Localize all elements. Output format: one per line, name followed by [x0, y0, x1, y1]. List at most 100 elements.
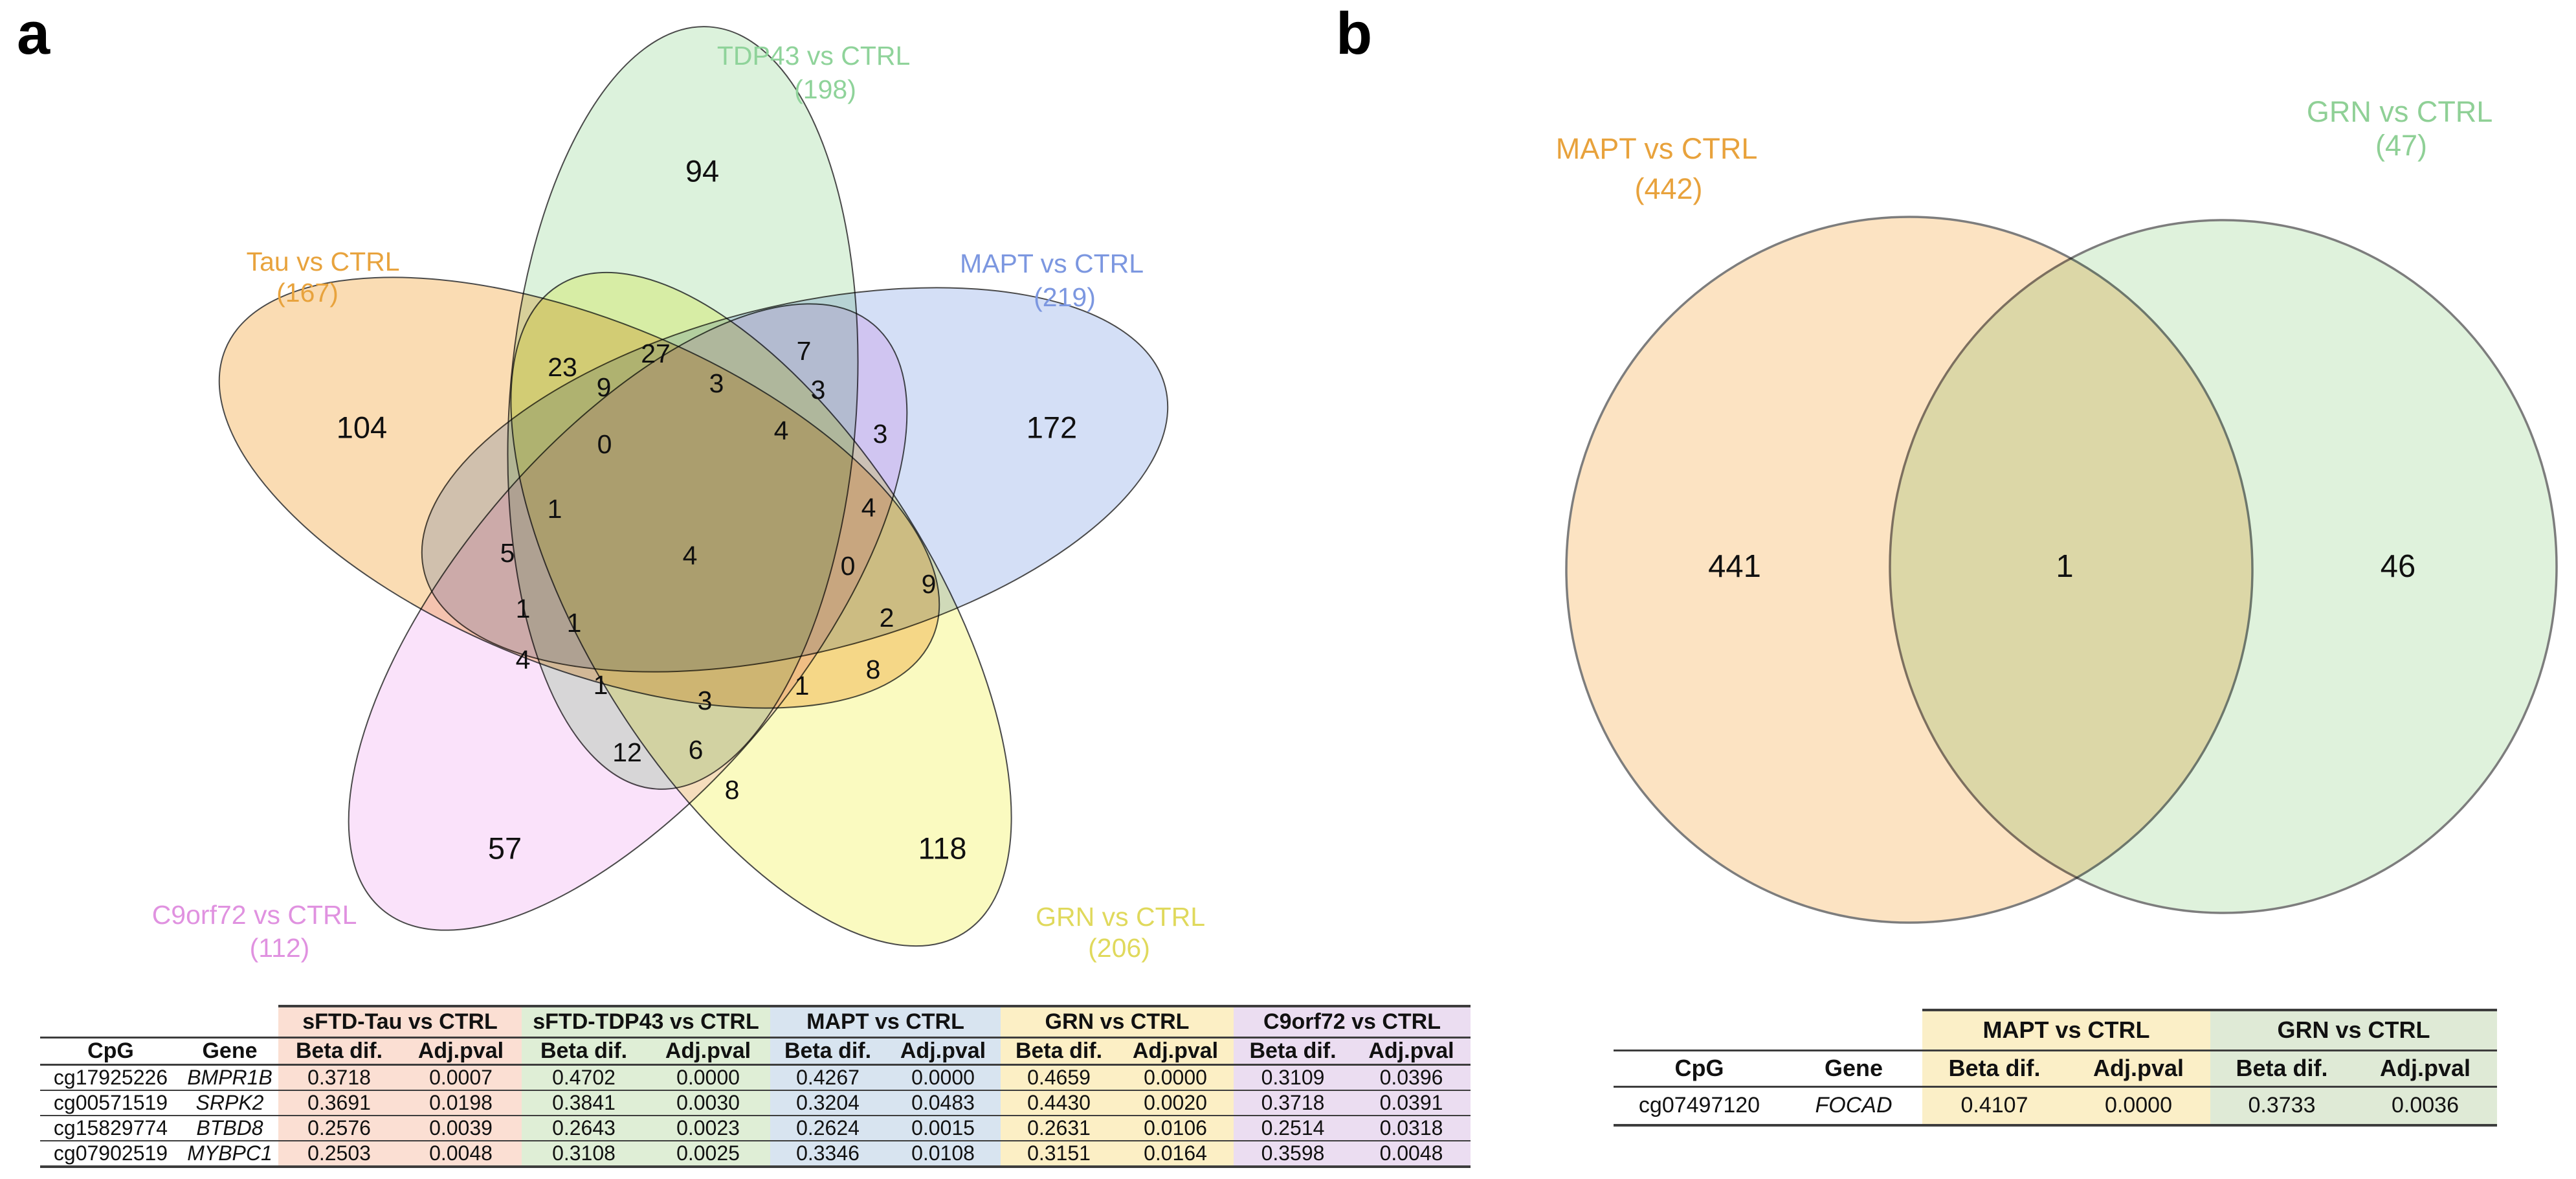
venn-region-count: 9	[597, 372, 612, 402]
cpg-cell: cg15829774	[40, 1115, 181, 1141]
venn-region-count: 1	[594, 670, 608, 700]
table-subheader: Adj.pval	[885, 1037, 1001, 1066]
venn-circle-grn	[1889, 219, 2558, 914]
venn-region-count: 8	[866, 655, 881, 684]
value-cell: 0.3204	[770, 1090, 885, 1116]
venn-region-count: 23	[548, 352, 577, 382]
gene-cell: MYBPC1	[181, 1140, 278, 1168]
set-label-mapt: MAPT vs CTRL (442)	[1556, 132, 1765, 205]
table-subheader: Beta dif.	[1922, 1050, 2067, 1088]
venn-region-count: 3	[811, 375, 826, 405]
venn-diagram-5set: TDP43 vs CTRL (198) MAPT vs CTRL (219) G…	[152, 26, 1205, 963]
table-subheader: Beta dif.	[278, 1037, 400, 1066]
venn-region-count: 57	[488, 831, 522, 866]
venn-region-count: 2	[880, 603, 894, 633]
value-cell: 0.3691	[278, 1090, 400, 1116]
set-label-tdp43: TDP43 vs CTRL (198)	[717, 41, 916, 104]
table-group-header: MAPT vs CTRL	[770, 1005, 1001, 1039]
venn-diagram-2set: MAPT vs CTRL (442) GRN vs CTRL (47) 441 1…	[1556, 95, 2558, 924]
venn-region-count: 3	[873, 419, 888, 449]
value-cell: 0.0318	[1352, 1115, 1471, 1141]
table-group-header: sFTD-Tau vs CTRL	[278, 1005, 522, 1039]
table-group-header: sFTD-TDP43 vs CTRL	[522, 1005, 770, 1039]
venn-region-count: 4	[683, 541, 698, 570]
value-cell: 0.0007	[400, 1064, 522, 1091]
set-label-grn: GRN vs CTRL (47)	[2307, 95, 2500, 162]
venn-region-count: 441	[1708, 549, 1761, 584]
venn-region-counts-b: 441 1 46	[1708, 549, 2415, 584]
value-cell: 0.3108	[522, 1140, 646, 1168]
value-cell: 0.0023	[646, 1115, 770, 1141]
table-subheader: Beta dif.	[1234, 1037, 1352, 1066]
value-cell: 0.4107	[1922, 1086, 2067, 1127]
value-cell: 0.4702	[522, 1064, 646, 1091]
value-cell: 0.4659	[1001, 1064, 1117, 1091]
cpg-cell: cg00571519	[40, 1090, 181, 1116]
venn-region-count: 4	[516, 645, 531, 675]
value-cell: 0.3151	[1001, 1140, 1117, 1168]
venn-region-count: 1	[516, 594, 531, 623]
table-group-header: GRN vs CTRL	[2210, 1009, 2497, 1051]
value-cell: 0.0000	[2067, 1086, 2210, 1127]
value-cell: 0.4267	[770, 1064, 885, 1091]
value-cell: 0.2576	[278, 1115, 400, 1141]
value-cell: 0.3718	[278, 1064, 400, 1091]
value-cell: 0.2624	[770, 1115, 885, 1141]
value-cell: 0.0030	[646, 1090, 770, 1116]
table-group-header: GRN vs CTRL	[1001, 1005, 1234, 1039]
table-subheader: Adj.pval	[2067, 1050, 2210, 1088]
table-subheader: Adj.pval	[1352, 1037, 1471, 1066]
value-cell: 0.3598	[1234, 1140, 1352, 1168]
table-corner	[40, 1006, 278, 1039]
value-cell: 0.0164	[1117, 1140, 1234, 1168]
venn-region-count: 46	[2381, 549, 2416, 584]
value-cell: 0.0106	[1117, 1115, 1234, 1141]
value-cell: 0.2631	[1001, 1115, 1117, 1141]
table-group-header: MAPT vs CTRL	[1922, 1009, 2210, 1051]
table-subheader: Beta dif.	[522, 1037, 646, 1066]
table-subheader: Beta dif.	[770, 1037, 885, 1066]
gene-cell: FOCAD	[1785, 1086, 1922, 1127]
value-cell: 0.3109	[1234, 1064, 1352, 1091]
cpg-cell: cg07902519	[40, 1140, 181, 1168]
value-cell: 0.0108	[885, 1140, 1001, 1168]
table-subheader: Adj.pval	[2353, 1050, 2497, 1088]
value-cell: 0.3841	[522, 1090, 646, 1116]
venn-region-count: 1	[567, 608, 582, 638]
table-column-header: CpG	[40, 1037, 181, 1066]
table-subheader: Adj.pval	[400, 1037, 522, 1066]
value-cell: 0.0000	[646, 1064, 770, 1091]
venn-region-count: 1	[548, 494, 562, 524]
venn-region-count: 27	[641, 339, 671, 368]
value-cell: 0.0048	[1352, 1140, 1471, 1168]
value-cell: 0.0000	[1117, 1064, 1234, 1091]
venn-region-count: 1	[795, 671, 810, 701]
table-subheader: Adj.pval	[1117, 1037, 1234, 1066]
table-subheader: Adj.pval	[646, 1037, 770, 1066]
table-corner	[1614, 1010, 1922, 1051]
venn-region-count: 172	[1027, 410, 1077, 445]
venn-region-count: 94	[685, 154, 719, 188]
value-cell: 0.0396	[1352, 1064, 1471, 1091]
venn-region-count: 3	[709, 368, 724, 398]
value-cell: 0.0483	[885, 1090, 1001, 1116]
venn-region-count: 7	[797, 336, 812, 366]
venn-region-count: 0	[841, 551, 856, 581]
venn-region-count: 5	[500, 538, 515, 568]
set-label-mapt: MAPT vs CTRL (219)	[960, 249, 1150, 312]
venn-region-count: 1	[2056, 549, 2073, 584]
value-cell: 0.0015	[885, 1115, 1001, 1141]
value-cell: 0.0198	[400, 1090, 522, 1116]
value-cell: 0.3346	[770, 1140, 885, 1168]
venn-region-count: 104	[337, 410, 387, 445]
gene-cell: SRPK2	[181, 1090, 278, 1116]
cpg-cell: cg17925226	[40, 1064, 181, 1091]
venn-region-count: 3	[698, 686, 713, 715]
